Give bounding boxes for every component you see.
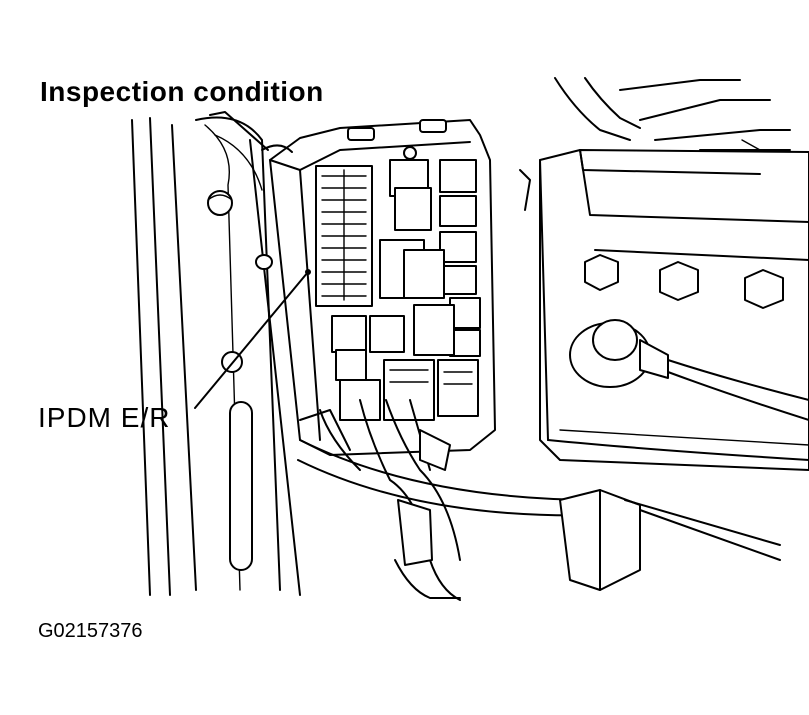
callout-label-ipdm: IPDM E/R <box>38 402 171 433</box>
figure-id: G02157376 <box>38 620 143 642</box>
battery <box>539 149 809 471</box>
wire-harness <box>299 399 461 601</box>
callout-dot <box>305 269 311 275</box>
relays <box>331 146 481 381</box>
cable-strap <box>297 439 781 591</box>
body-panel <box>131 111 301 596</box>
callout-leader-line <box>194 271 309 409</box>
fuse-block <box>315 165 373 307</box>
rear-hoses <box>519 77 791 211</box>
ipdm-box <box>261 119 496 456</box>
heading: Inspection condition <box>40 76 324 107</box>
connectors <box>339 359 479 421</box>
